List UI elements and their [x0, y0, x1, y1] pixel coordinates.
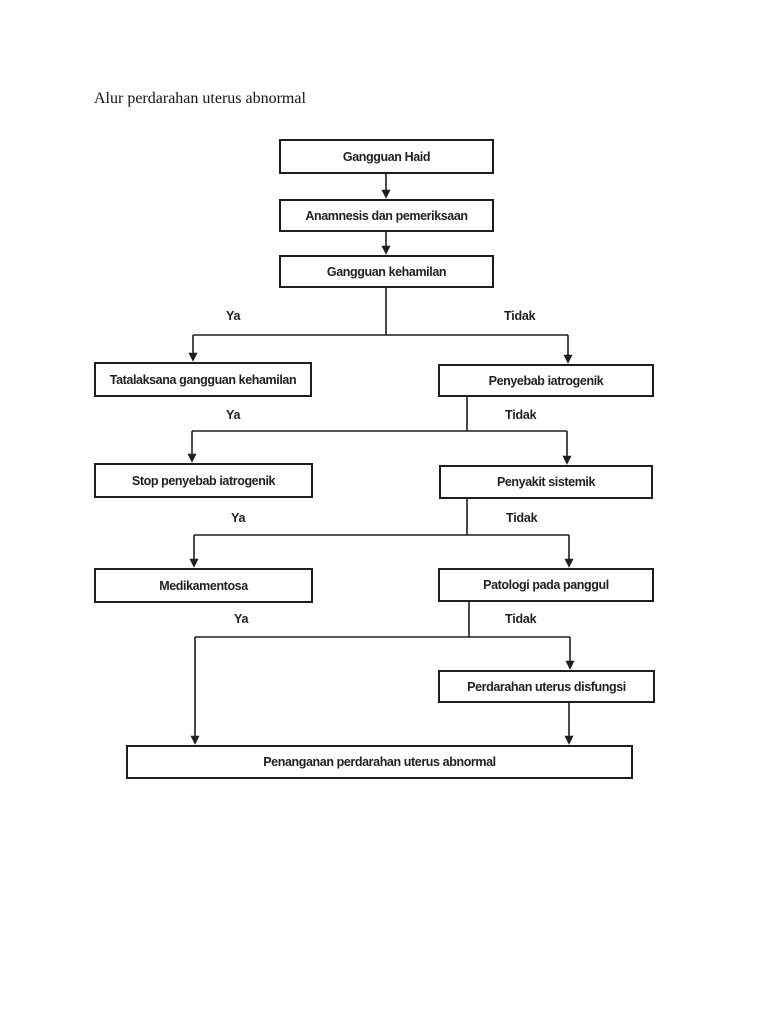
branch-label-tidak-1: Tidak: [504, 309, 536, 323]
node-tatalaksana-gangguan-kehamilan: Tatalaksana gangguan kehamilan: [94, 362, 312, 397]
branch-label-tidak-3: Tidak: [506, 511, 538, 525]
branch-label-ya-4: Ya: [234, 612, 249, 626]
node-gangguan-haid: Gangguan Haid: [279, 139, 494, 174]
page-title: Alur perdarahan uterus abnormal: [94, 90, 306, 107]
node-stop-penyebab-iatrogenik: Stop penyebab iatrogenik: [94, 463, 313, 498]
node-penanganan-perdarahan-uterus-abnormal: Penanganan perdarahan uterus abnormal: [126, 745, 633, 779]
branch-label-ya-2: Ya: [226, 408, 241, 422]
branch-label-ya-3: Ya: [231, 511, 246, 525]
node-medikamentosa: Medikamentosa: [94, 568, 313, 603]
connector-lines: [187, 174, 575, 745]
node-gangguan-kehamilan: Gangguan kehamilan: [279, 255, 494, 288]
node-perdarahan-uterus-disfungsi: Perdarahan uterus disfungsi: [438, 670, 655, 703]
branch-label-tidak-2: Tidak: [505, 408, 537, 422]
branch-label-tidak-4: Tidak: [505, 612, 537, 626]
node-anamnesis-dan-pemeriksaan: Anamnesis dan pemeriksaan: [279, 199, 494, 232]
node-penyebab-iatrogenik: Penyebab iatrogenik: [438, 364, 654, 397]
branch-label-ya-1: Ya: [226, 309, 241, 323]
node-penyakit-sistemik: Penyakit sistemik: [439, 465, 653, 499]
node-patologi-pada-panggul: Patologi pada panggul: [438, 568, 654, 602]
